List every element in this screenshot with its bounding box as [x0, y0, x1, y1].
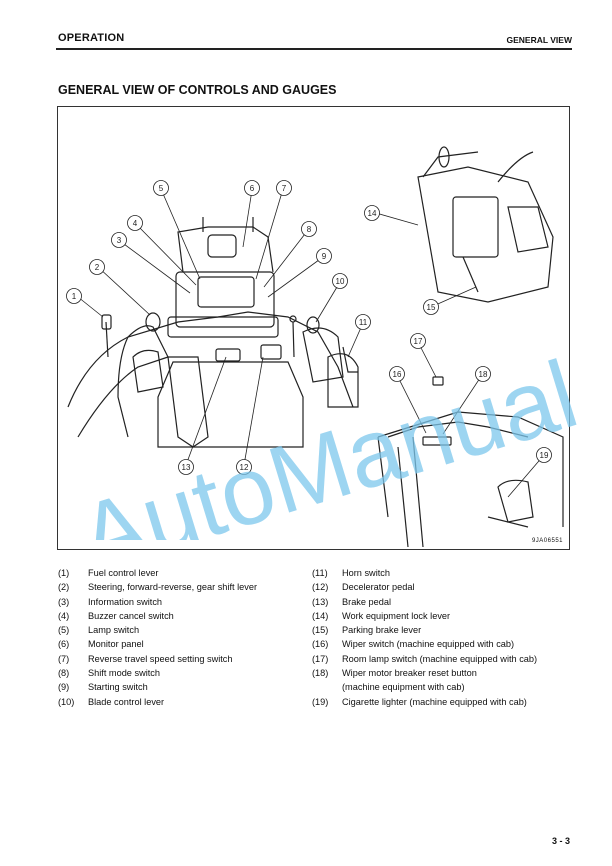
legend-text: Brake pedal [342, 596, 392, 607]
legend-text: Wiper switch (machine equipped with cab) [342, 639, 515, 650]
legend-item: (8) Shift mode switch [58, 666, 257, 680]
legend-item: (18) Wiper motor breaker reset button [312, 666, 537, 680]
legend-number: (18) [312, 668, 329, 679]
legend-text: Work equipment lock lever [342, 610, 451, 621]
legend-text: Cigarette lighter (machine equipped with… [342, 696, 527, 707]
callout-6: 6 [250, 184, 255, 193]
legend-text: Room lamp switch (machine equipped with … [342, 653, 538, 664]
legend-right-column: (11) Horn switch (12) Decelerator pedal (1… [312, 566, 537, 709]
legend-text: Decelerator pedal [342, 582, 415, 593]
legend-number: (13) [312, 596, 329, 607]
legend-text: Parking brake lever [342, 625, 422, 636]
header-divider [56, 48, 572, 50]
legend-number: (19) [312, 696, 329, 707]
legend-text: Shift mode switch [88, 668, 160, 679]
callout-1: 1 [72, 292, 77, 301]
page-title: GENERAL VIEW OF CONTROLS AND GAUGES [58, 83, 337, 97]
callout-8: 8 [307, 225, 312, 234]
legend-item: (2) Steering, forward-reverse, gear shift… [58, 580, 257, 594]
legend-item: (5) Lamp switch [58, 623, 257, 637]
callout-4: 4 [133, 219, 138, 228]
legend-item: (15) Parking brake lever [312, 623, 537, 637]
legend-text: Starting switch [88, 682, 148, 693]
legend-text: Steering, forward-reverse, gear shift le… [88, 582, 258, 593]
legend-item: (machine equipment with cab) [312, 680, 537, 694]
header-section-title: OPERATION [58, 32, 125, 44]
callout-7: 7 [282, 184, 287, 193]
legend-item: (1) Fuel control lever [58, 566, 257, 580]
callout-9: 9 [322, 252, 327, 261]
callout-17: 17 [414, 337, 423, 346]
callout-11: 11 [359, 318, 368, 327]
legend-text: Lamp switch [88, 625, 140, 636]
legend-item: (11) Horn switch [312, 566, 537, 580]
legend-item: (19) Cigarette lighter (machine equipped … [312, 695, 537, 709]
figure-code: 9JA06551 [531, 538, 563, 544]
legend-left-column: (1) Fuel control lever (2) Steering, forwa… [58, 566, 257, 709]
legend-item: (17) Room lamp switch (machine equipped w… [312, 652, 537, 666]
callout-18: 18 [479, 370, 488, 379]
legend-item: (14) Work equipment lock lever [312, 609, 537, 623]
legend-number: (16) [312, 639, 329, 650]
legend-text: Horn switch [342, 568, 390, 578]
legend-number: (1) [58, 568, 70, 578]
callout-13: 13 [182, 463, 191, 472]
legend-number: (4) [58, 610, 70, 621]
legend-text: Blade control lever [88, 696, 165, 707]
legend-item: (6) Monitor panel [58, 637, 257, 651]
legend-item: (16) Wiper switch (machine equipped with … [312, 637, 537, 651]
legend-number [312, 680, 342, 694]
legend-text: Reverse travel speed setting switch [88, 653, 233, 664]
legend-number: (8) [58, 668, 70, 679]
callout-5: 5 [159, 184, 164, 193]
legend-item: (3) Information switch [58, 595, 257, 609]
legend-number: (6) [58, 639, 70, 650]
legend-item: (4) Buzzer cancel switch [58, 609, 257, 623]
legend-text: Buzzer cancel switch [88, 610, 174, 621]
callout-16: 16 [393, 370, 402, 379]
legend-text: Fuel control lever [88, 568, 159, 578]
legend-number: (9) [58, 682, 70, 693]
legend-number: (2) [58, 582, 70, 593]
legend-number: (10) [58, 696, 75, 707]
legend-text: Information switch [88, 596, 163, 607]
callout-12: 12 [240, 463, 249, 472]
legend-number: (14) [312, 610, 329, 621]
legend-number: (17) [312, 653, 329, 664]
illustration-drawing: 1 2 3 4 5 6 7 8 9 10 11 12 13 14 15 16 1… [66, 146, 564, 548]
callout-19: 19 [540, 451, 549, 460]
legend-number: (12) [312, 582, 329, 593]
callout-3: 3 [117, 236, 122, 245]
callout-2: 2 [95, 263, 100, 272]
header-chapter-title: GENERAL VIEW [506, 35, 573, 45]
legend-item: (12) Decelerator pedal [312, 580, 537, 594]
legend-item: (10) Blade control lever [58, 695, 257, 709]
legend-number: (7) [58, 653, 70, 664]
legend-number: (5) [58, 625, 70, 636]
legend-number: (3) [58, 596, 70, 607]
legend-text: (machine equipment with cab) [342, 682, 465, 693]
page-number: 3 - 3 [551, 836, 570, 846]
legend-text: Monitor panel [88, 639, 144, 650]
callout-10: 10 [336, 277, 345, 286]
controls-illustration: 1 2 3 4 5 6 7 8 9 10 11 12 13 14 15 16 1… [57, 106, 570, 550]
legend-number: (15) [312, 625, 329, 636]
legend-item: (7) Reverse travel speed setting switch [58, 652, 257, 666]
callout-15: 15 [427, 303, 436, 312]
legend-text: Wiper motor breaker reset button [342, 668, 477, 679]
legend-item: (13) Brake pedal [312, 595, 537, 609]
legend-number: (11) [312, 568, 328, 578]
callout-14: 14 [368, 209, 377, 218]
legend-item: (9) Starting switch [58, 680, 257, 694]
